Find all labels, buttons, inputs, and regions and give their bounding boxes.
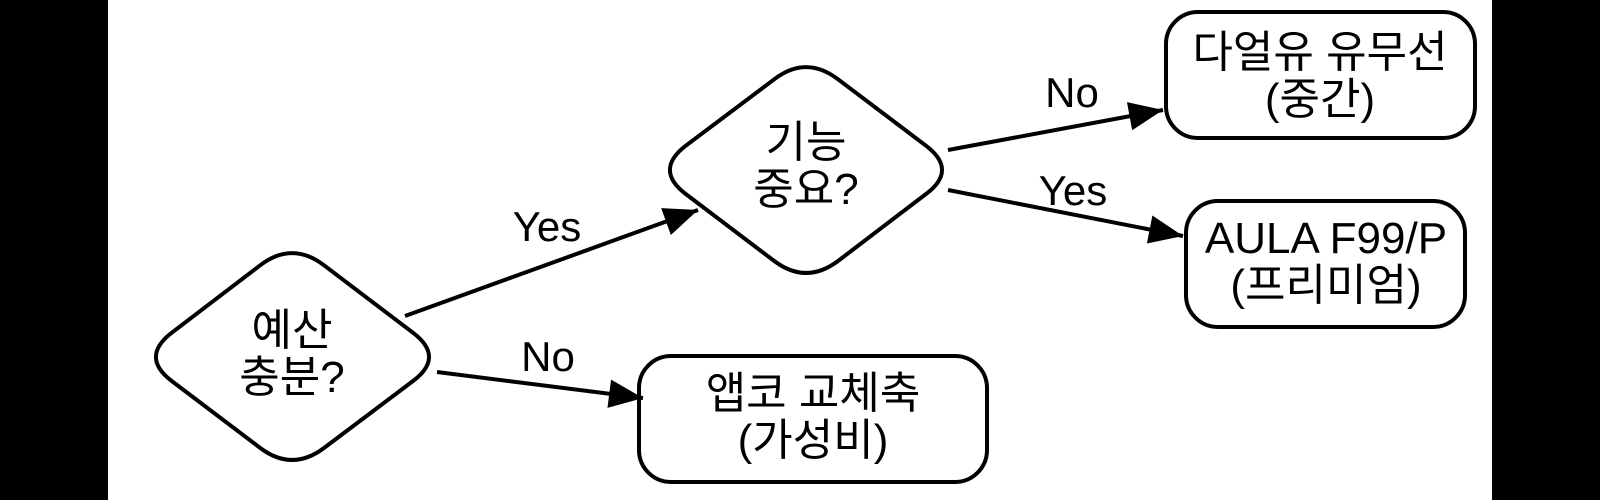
budget-decision-diamond bbox=[154, 251, 431, 462]
features-node-label-line1: 기능 bbox=[765, 118, 847, 167]
premium-result-box bbox=[1184, 199, 1467, 329]
features-node-label-line2: 중요? bbox=[753, 165, 859, 214]
features-node-label: 기능 중요? bbox=[753, 119, 858, 213]
right-letterbox-bar bbox=[1492, 0, 1600, 500]
edge-budget-no-arrow bbox=[436, 370, 644, 408]
premium-node-label-line2: (프리미엄) bbox=[1230, 261, 1422, 310]
value-result-box bbox=[637, 354, 989, 484]
mid-node-label-line2: (중간) bbox=[1264, 75, 1376, 124]
mid-result-box bbox=[1164, 10, 1477, 140]
edge-label-budget-yes: Yes bbox=[512, 203, 582, 250]
edge-label-features-yes: Yes bbox=[1038, 167, 1108, 214]
value-node-label-line2: (가성비) bbox=[737, 416, 889, 465]
budget-node-label-line2: 충분? bbox=[239, 353, 345, 402]
mid-node-label-line1: 다얼유 유무선 bbox=[1192, 28, 1448, 77]
premium-node-label-line1: AULA F99/P bbox=[1204, 214, 1448, 263]
edge-label-features-no: No bbox=[1045, 69, 1099, 116]
premium-node-label: AULA F99/P (프리미엄) bbox=[1205, 215, 1447, 309]
value-node-label: 앱코 교체축 (가성비) bbox=[706, 370, 921, 464]
features-decision-diamond bbox=[668, 65, 944, 275]
budget-node-label-line1: 예산 bbox=[251, 306, 333, 355]
left-letterbox-bar bbox=[0, 0, 108, 500]
edge-features-yes-arrow bbox=[947, 188, 1184, 244]
value-node-label-line1: 앱코 교체축 bbox=[705, 369, 921, 418]
mid-node-label: 다얼유 유무선 (중간) bbox=[1192, 29, 1447, 123]
edge-budget-yes-arrow bbox=[404, 208, 699, 318]
edge-label-budget-no: No bbox=[521, 333, 575, 380]
edge-features-no-arrow bbox=[947, 102, 1164, 152]
budget-node-label: 예산 충분? bbox=[239, 307, 344, 401]
